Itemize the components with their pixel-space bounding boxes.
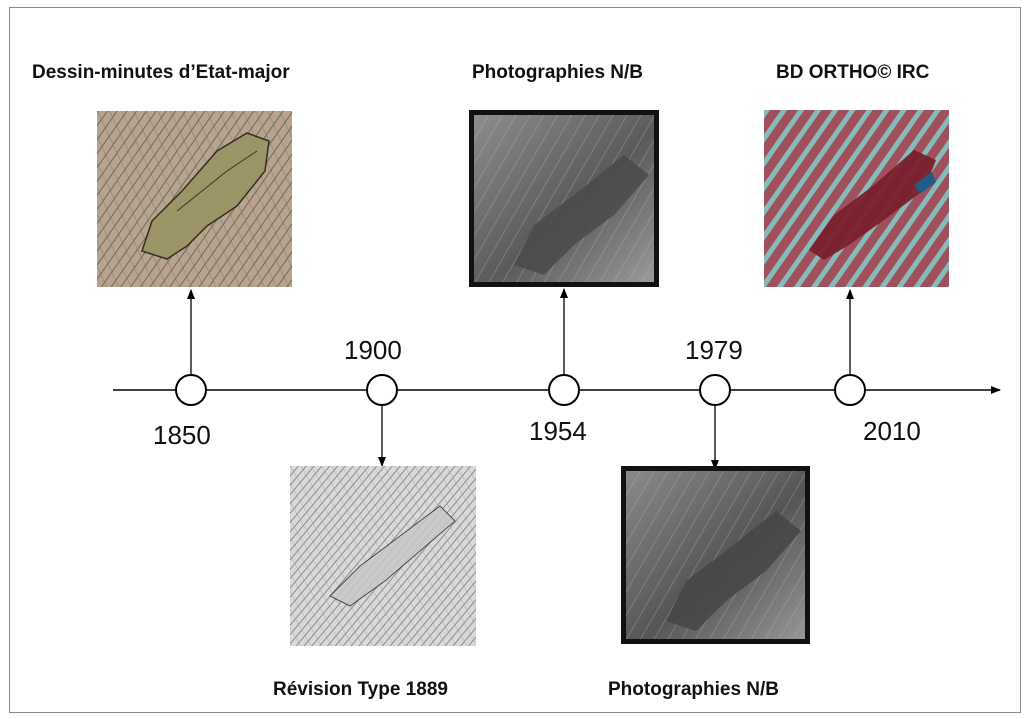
node-1979 [699, 374, 731, 406]
node-1850 [175, 374, 207, 406]
year-label-1954: 1954 [529, 416, 587, 446]
year-label-1979: 1979 [685, 335, 743, 365]
title-photographies-1979: Photographies N/B [608, 679, 780, 700]
bw-aerial-photo-image [469, 110, 659, 287]
revision-type-map-image [290, 466, 476, 646]
bw-aerial-photo-image [621, 466, 810, 644]
etat-major-map-image [97, 111, 292, 287]
title-bd-ortho-irc: BD ORTHO© IRC [776, 62, 930, 83]
node-1900 [366, 374, 398, 406]
title-etat-major: Dessin-minutes d’Etat-major [32, 62, 290, 83]
title-photographies-1954: Photographies N/B [472, 62, 644, 83]
node-2010 [834, 374, 866, 406]
figure-frame [9, 7, 1021, 713]
node-1954 [548, 374, 580, 406]
year-label-1850: 1850 [153, 420, 211, 450]
year-label-1900: 1900 [344, 335, 402, 365]
infrared-ortho-image [764, 110, 949, 287]
title-revision-type: Révision Type 1889 [273, 679, 448, 700]
year-label-2010: 2010 [863, 416, 921, 446]
